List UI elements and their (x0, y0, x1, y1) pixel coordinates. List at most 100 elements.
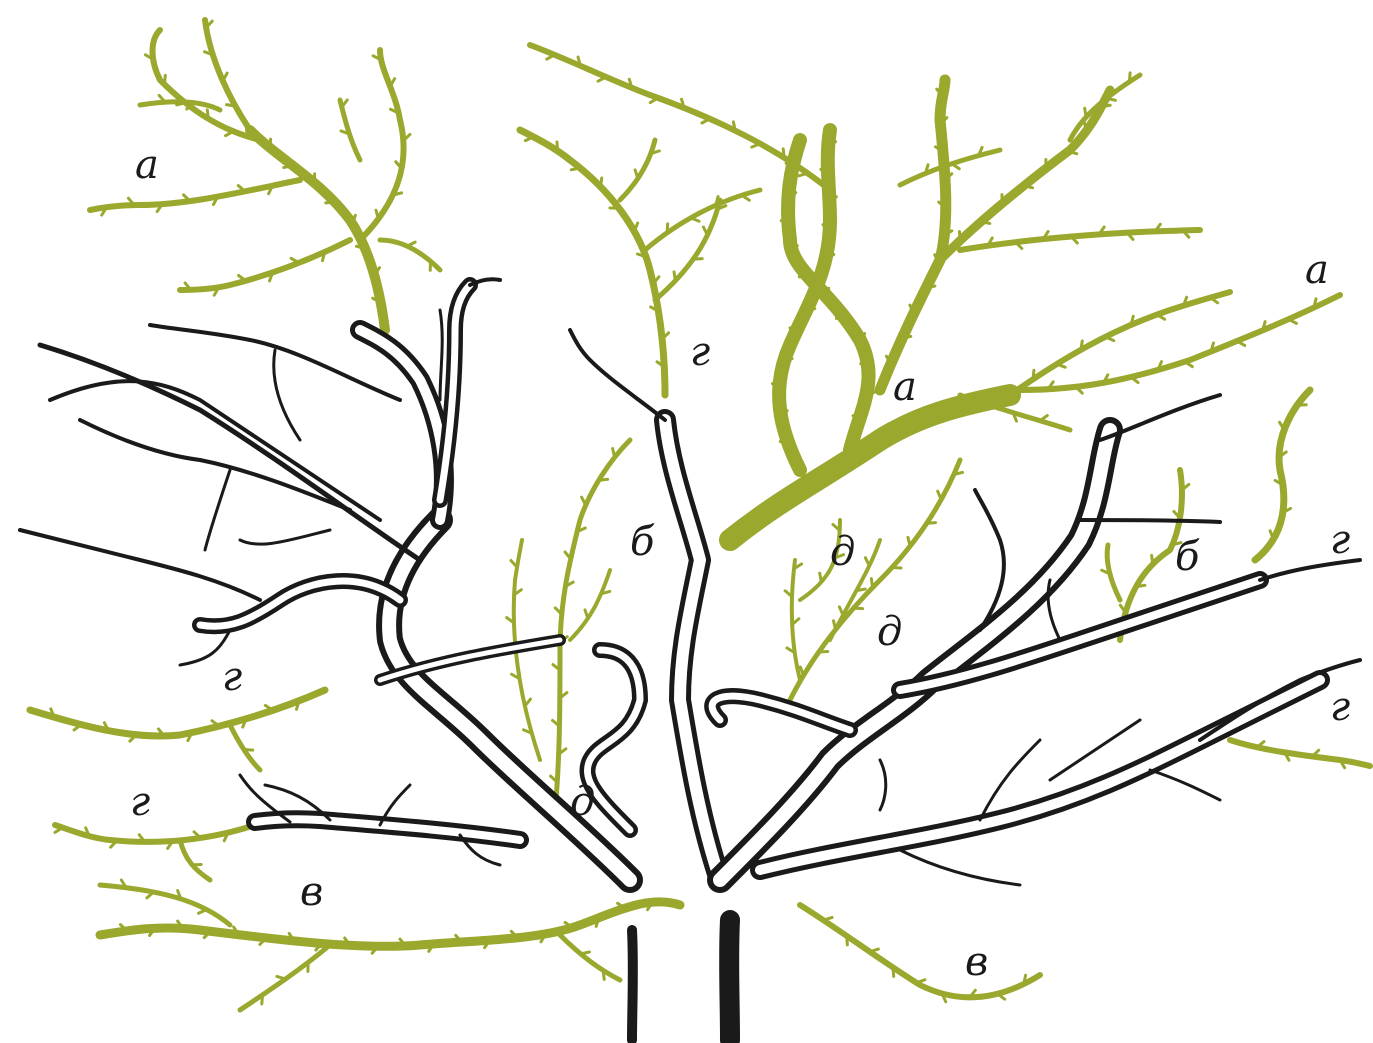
green-bud-tick (783, 149, 784, 158)
green-bud-tick (959, 232, 960, 241)
green-bud-tick (839, 607, 843, 615)
green-bud-tick (207, 110, 208, 119)
green-bud-tick (613, 449, 615, 458)
green-bud-tick (691, 218, 699, 221)
label-d1: д (830, 529, 855, 575)
green-cluster-upperleft-5 (180, 240, 350, 290)
green-bud-tick (601, 178, 602, 187)
green-bud-tick (291, 258, 299, 263)
label-g4: г (1330, 684, 1350, 730)
green-cluster-upperleft-main (250, 130, 385, 330)
green-bud-tick (1107, 98, 1116, 100)
twig-left-7 (274, 350, 300, 440)
label-b1: б (630, 519, 655, 565)
green-right-g (1255, 390, 1310, 560)
green-bud-tick (177, 103, 186, 105)
green-bud-tick (284, 165, 293, 167)
green-bud-tick (1314, 299, 1316, 308)
green-bud-tick (393, 193, 402, 195)
green-limb-a-up (880, 80, 946, 390)
label-a1: а (135, 142, 159, 188)
green-bud-tick (693, 259, 702, 260)
green-bud-tick (938, 491, 941, 499)
green-bud-tick (1152, 555, 1153, 564)
green-bud-tick (407, 242, 415, 246)
label-g5: г (130, 779, 150, 825)
green-bud-tick (893, 423, 895, 432)
green-bud-tick (820, 573, 822, 582)
green-bud-tick (902, 336, 911, 338)
pruned-branches (30, 20, 1370, 1010)
green-left-g-upper-b (230, 725, 260, 770)
green-lower-v-3 (100, 885, 230, 925)
green-right-g-lower (1230, 740, 1370, 766)
green-lower-v-right (800, 905, 1040, 997)
green-bud-tick (1106, 337, 1114, 341)
green-bud-tick (893, 967, 894, 976)
scaffold-left-upper2-in (440, 285, 470, 500)
twig-right-8 (900, 850, 1020, 885)
twig-right-4 (1260, 560, 1360, 580)
kept-branches (20, 279, 1360, 1040)
label-b2: б (1175, 534, 1200, 580)
green-bud-tick (262, 995, 263, 1004)
green-bud-tick (1129, 73, 1130, 82)
label-v2: в (965, 939, 988, 985)
twig-right-11 (1150, 770, 1220, 800)
green-bud-tick (847, 936, 848, 945)
green-bud-tick (926, 286, 935, 288)
label-g3: г (222, 654, 242, 700)
green-bud-tick (927, 523, 936, 524)
green-bud-tick (871, 579, 872, 588)
green-bud-tick (223, 73, 227, 81)
green-top-mid-1 (655, 200, 720, 300)
green-left-g-lower-b (180, 840, 210, 880)
green-bud-tick (635, 170, 638, 179)
label-v1: в (300, 869, 323, 915)
green-bud-tick (199, 910, 207, 914)
green-bud-tick (1024, 186, 1033, 188)
green-top-mid-3 (620, 140, 655, 200)
green-bud-tick (846, 453, 847, 462)
green-bud-tick (603, 970, 604, 979)
green-bud-tick (702, 119, 710, 123)
green-bud-tick (1081, 341, 1082, 350)
green-bud-tick (547, 55, 555, 59)
green-bud-tick (667, 224, 668, 233)
green-lower-v-main (100, 902, 680, 947)
twig-left-1 (40, 345, 420, 560)
twig-left-4 (20, 530, 260, 600)
trunk-right (729, 920, 730, 1040)
green-bud-tick (390, 79, 395, 87)
green-bud-tick (908, 537, 910, 546)
trunk-left (632, 930, 633, 1040)
green-bud-tick (326, 202, 335, 203)
green-cluster-upperleft-8 (340, 100, 360, 160)
green-bud-tick (1136, 585, 1145, 586)
green-bud-tick (981, 222, 990, 224)
label-a3: а (893, 364, 917, 410)
green-bud-tick (227, 105, 236, 106)
green-bud-tick (581, 952, 590, 954)
twig-right-2 (1080, 520, 1220, 522)
label-a2: а (1305, 247, 1329, 293)
twig-center-top (570, 330, 665, 420)
green-bud-tick (1101, 105, 1110, 107)
twig-left-10 (440, 310, 442, 400)
green-bud-tick (1237, 341, 1245, 345)
green-bud-tick (834, 621, 836, 630)
green-bud-tick (742, 195, 749, 200)
green-d-middle-2 (570, 570, 610, 640)
green-bud-tick (1085, 108, 1086, 117)
green-bud-tick (865, 558, 869, 566)
green-bud-tick (799, 483, 800, 492)
green-bud-tick (703, 227, 707, 235)
label-g1: г (690, 329, 710, 375)
twig-left-8 (205, 470, 230, 550)
green-bud-tick (1288, 319, 1296, 323)
green-bud-tick (164, 75, 165, 84)
green-bud-tick (226, 131, 234, 135)
green-bud-tick (954, 472, 963, 474)
green-cluster-upperleft-4 (360, 50, 404, 240)
green-bud-tick (674, 272, 675, 281)
